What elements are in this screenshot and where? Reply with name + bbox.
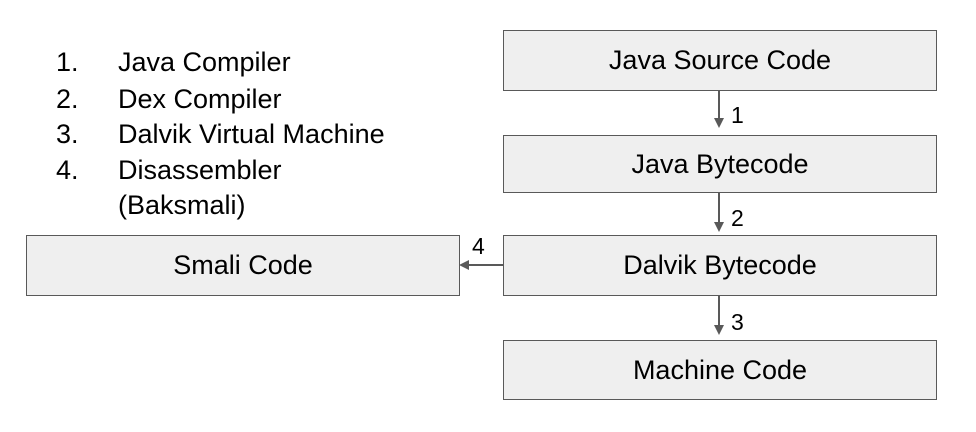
legend-label-3: Dalvik Virtual Machine bbox=[118, 119, 385, 149]
edge-label-2: 2 bbox=[731, 205, 744, 231]
legend-label-4: Disassembler bbox=[118, 155, 282, 185]
edge-label-4: 4 bbox=[472, 233, 485, 259]
legend: 1. Java Compiler 2. Dex Compiler 3. Dalv… bbox=[0, 0, 460, 230]
legend-label-2: Dex Compiler bbox=[118, 84, 282, 114]
legend-number-3: 3. bbox=[56, 119, 79, 149]
legend-number-1: 1. bbox=[56, 47, 79, 77]
node-java-source-code: Java Source Code bbox=[503, 30, 937, 91]
legend-number-2: 2. bbox=[56, 84, 79, 114]
node-smali-code: Smali Code bbox=[26, 235, 460, 296]
legend-number-4: 4. bbox=[56, 155, 79, 185]
edge-label-1: 1 bbox=[731, 102, 744, 128]
legend-label-1: Java Compiler bbox=[118, 47, 291, 77]
node-machine-code: Machine Code bbox=[503, 340, 937, 400]
edge-label-3: 3 bbox=[731, 309, 744, 335]
legend-label-4-continuation: (Baksmali) bbox=[118, 190, 246, 220]
node-java-bytecode: Java Bytecode bbox=[503, 135, 937, 193]
node-dalvik-bytecode: Dalvik Bytecode bbox=[503, 235, 937, 296]
